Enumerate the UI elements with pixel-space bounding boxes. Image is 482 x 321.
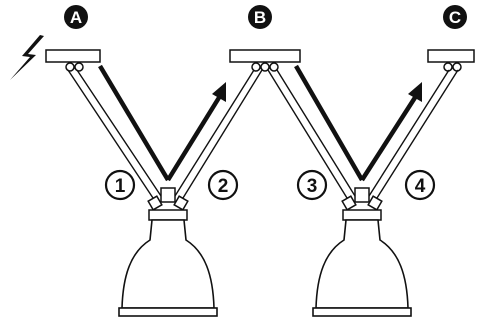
letter-label-b: B: [254, 8, 266, 27]
step-label-1: 1: [115, 176, 126, 197]
arm-lamp-1-to-b: [174, 69, 263, 199]
letter-badge-b: B: [248, 5, 272, 29]
ceiling-canopy-b: [229, 49, 301, 72]
mount-point-a: A: [45, 5, 101, 72]
letter-badge-a: A: [64, 5, 88, 29]
mount-point-c: C: [427, 5, 475, 72]
arm-lamp-2-to-c: [368, 69, 459, 199]
lightning-bolt-icon: [10, 35, 44, 80]
arm-b-to-lamp-2: [267, 69, 356, 199]
step-label-2: 2: [218, 176, 229, 197]
lamp-shade-1: [118, 187, 218, 317]
step-badge-1: 1: [104, 169, 136, 201]
ceiling-canopy-c: [427, 49, 475, 72]
lamp-shade-2: [312, 187, 412, 317]
flow-arrow-4: [360, 82, 422, 182]
step-label-3: 3: [307, 176, 318, 197]
step-label-4: 4: [415, 176, 426, 197]
ceiling-canopy-a: [45, 49, 101, 72]
flow-arrow-2: [166, 82, 226, 182]
mount-point-b: B: [229, 5, 301, 72]
flow-arrow-1: [98, 64, 170, 182]
step-badge-2: 2: [207, 169, 239, 201]
letter-label-c: C: [449, 8, 461, 27]
letter-badge-c: C: [443, 5, 467, 29]
flow-arrow-3: [294, 64, 364, 182]
step-badge-3: 3: [296, 169, 328, 201]
arm-a-to-lamp-1: [67, 69, 162, 199]
letter-label-a: A: [70, 8, 82, 27]
step-badge-4: 4: [404, 169, 436, 201]
